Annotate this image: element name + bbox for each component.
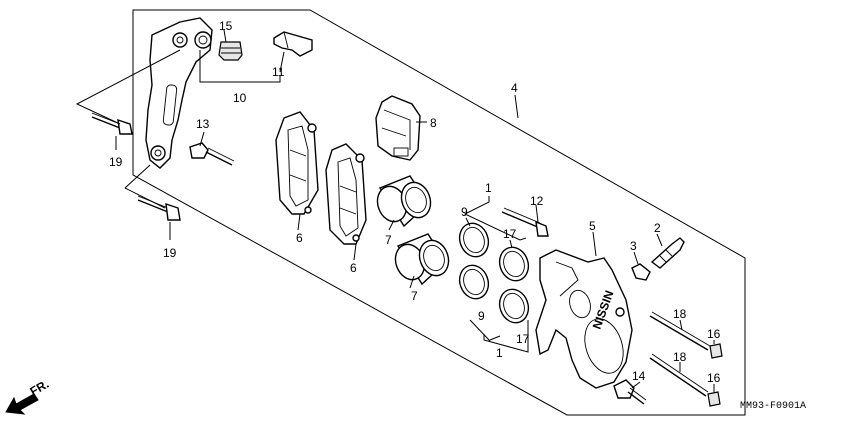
callout-9-lower: 9 — [478, 309, 485, 323]
callout-18-upper: 18 — [673, 307, 687, 321]
callout-9-upper: 9 — [461, 205, 468, 219]
brake-pad-outer — [275, 111, 319, 215]
bleeder-valve — [650, 237, 685, 269]
callout-6-right: 6 — [350, 261, 357, 275]
piston-seal-upper-9 — [458, 222, 490, 258]
pad-pin-lower — [649, 353, 709, 397]
callout-2: 2 — [654, 221, 661, 235]
pad-spring — [375, 95, 421, 161]
mounting-bolt-upper — [91, 112, 133, 135]
plug-nut-lower — [707, 391, 721, 407]
callout-12: 12 — [530, 194, 544, 208]
dust-seal-upper-17 — [498, 246, 530, 282]
brake-pad-inner — [325, 143, 367, 245]
caliper-bolt-14 — [613, 379, 647, 405]
piston-seal-lower-9 — [458, 264, 490, 300]
callout-6-left: 6 — [296, 231, 303, 245]
piston-upper — [376, 175, 432, 228]
pad-pin-upper — [649, 311, 711, 351]
callout-1-lower: 1 — [496, 346, 503, 360]
plug-nut-upper — [709, 343, 723, 359]
pin-boot — [218, 41, 243, 61]
callout-17-lower: 17 — [516, 332, 530, 346]
callout-17-upper: 17 — [503, 227, 517, 241]
callout-19-upper: 19 — [109, 155, 123, 169]
callout-1-upper: 1 — [485, 181, 492, 195]
callout-15: 15 — [219, 19, 233, 33]
piston-lower — [394, 233, 450, 286]
assembly-boundary — [132, 9, 746, 416]
callout-8: 8 — [430, 116, 437, 130]
caliper-bracket — [145, 17, 213, 169]
bleeder-cap — [631, 263, 651, 281]
callout-19-lower: 19 — [163, 246, 177, 260]
callout-13: 13 — [196, 117, 210, 131]
callout-16-upper: 16 — [707, 327, 721, 341]
diagram-code: MM93-F0901A — [740, 401, 806, 412]
callout-3: 3 — [630, 239, 637, 253]
callout-16-lower: 16 — [707, 371, 721, 385]
dust-seal-lower-17 — [498, 288, 530, 324]
mounting-bolt-lower — [137, 195, 181, 221]
front-indicator: FR. — [5, 377, 51, 415]
callout-7-upper: 7 — [385, 233, 392, 247]
callout-18-lower: 18 — [673, 350, 687, 364]
callout-5: 5 — [589, 219, 596, 233]
callout-7-lower: 7 — [411, 289, 418, 303]
leader-lines — [75, 29, 715, 392]
callout-10: 10 — [233, 91, 247, 105]
callout-11: 11 — [272, 65, 285, 79]
pad-clip-11 — [273, 31, 313, 57]
callout-4: 4 — [511, 81, 518, 95]
caliper-body: NISSIN — [535, 249, 633, 389]
slide-pin-12 — [501, 207, 549, 237]
slide-pin-13 — [189, 142, 235, 166]
front-arrow-icon — [5, 393, 39, 415]
callout-14: 14 — [632, 369, 646, 383]
callout-labels: 1 1 2 3 4 5 6 6 7 7 8 9 9 10 11 12 13 14… — [109, 19, 721, 385]
